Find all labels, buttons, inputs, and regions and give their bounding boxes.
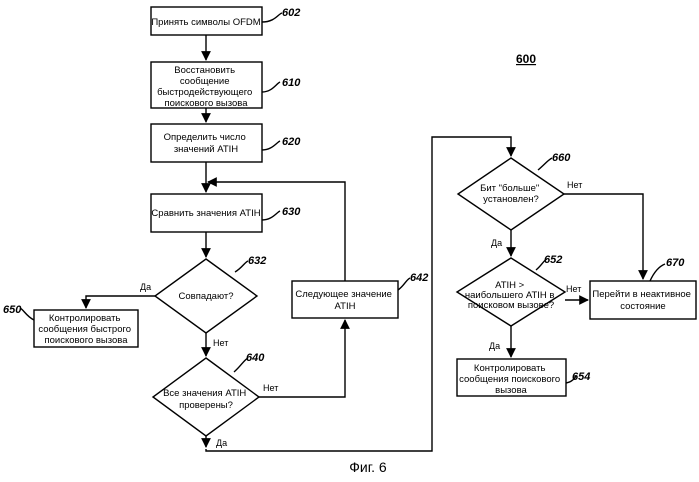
ref-610: 610 (282, 77, 301, 89)
step-620: Определить число значений ATIH 620 (151, 124, 301, 162)
step-654: Контролировать сообщения поискового вызо… (457, 359, 590, 396)
step-630: Сравнить значения ATIH 630 (151, 194, 301, 232)
decision-652: ATIH > наибольшего ATIH в поисковом вызо… (457, 254, 565, 326)
decision-632-text: Совпадают? (179, 291, 234, 302)
ref-660: 660 (552, 152, 571, 164)
decision-660: Бит "больше" установлен? 660 (458, 152, 571, 230)
ref-640: 640 (246, 352, 265, 364)
ref-654: 654 (572, 371, 590, 383)
ref-602: 602 (282, 7, 300, 19)
ref-650: 650 (3, 304, 22, 316)
step-602-text: Принять символы OFDM (151, 17, 260, 28)
decision-632: Совпадают? 632 (155, 255, 266, 333)
label-660-yes: Да (491, 238, 502, 248)
step-650-text: Контролировать сообщения быстрого поиско… (38, 313, 133, 346)
step-620-text: Определить число значений ATIH (164, 132, 249, 155)
edge-660-670 (564, 194, 643, 279)
figure-number: 600 (516, 52, 536, 66)
ref-630: 630 (282, 206, 301, 218)
ref-632: 632 (248, 255, 266, 267)
figure-caption: Фиг. 6 (349, 459, 387, 475)
label-660-no: Нет (567, 180, 582, 190)
label-632-no: Нет (213, 338, 228, 348)
ref-670: 670 (666, 257, 685, 269)
ref-642: 642 (410, 272, 428, 284)
decision-640: Все значения ATIH проверены? 640 (153, 352, 265, 436)
label-632-yes: Да (140, 282, 151, 292)
label-640-no: Нет (263, 383, 278, 393)
ref-620: 620 (282, 136, 301, 148)
step-650: Контролировать сообщения быстрого поиско… (3, 304, 138, 347)
step-642: Следующее значение ATIH 642 (292, 272, 428, 318)
step-602: Принять символы OFDM 602 (151, 7, 300, 35)
edge-632-650 (86, 296, 155, 308)
ref-652: 652 (544, 254, 562, 266)
label-652-yes: Да (489, 341, 500, 351)
label-652-no: Нет (566, 284, 581, 294)
step-610: Восстановить сообщение быстродействующег… (151, 62, 301, 109)
label-640-yes: Да (216, 438, 227, 448)
step-630-text: Сравнить значения ATIH (151, 208, 260, 219)
decision-660-text: Бит "больше" установлен? (480, 183, 542, 205)
